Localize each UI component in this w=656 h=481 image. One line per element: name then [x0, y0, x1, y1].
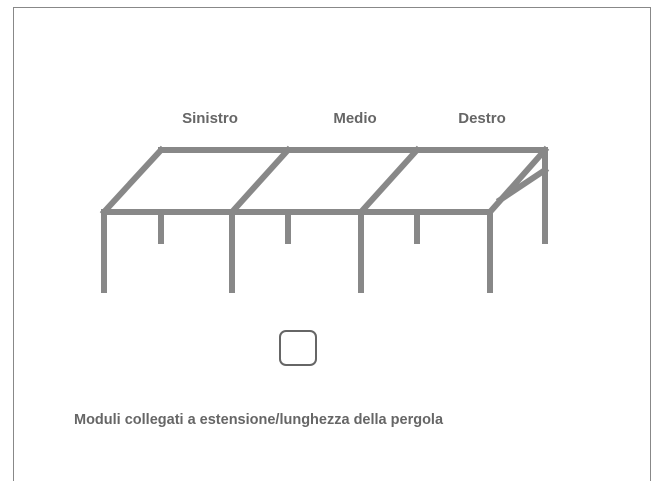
connected-modules-label: Moduli collegati a estensione/lunghezza … — [74, 412, 444, 428]
roof-rafter-2 — [227, 145, 293, 217]
roof-rafter-3 — [356, 145, 422, 217]
module-label-right: Destro — [458, 110, 506, 127]
connected-modules-checkbox[interactable] — [279, 330, 317, 366]
roof-rafter-1 — [99, 145, 166, 217]
side-brace — [495, 165, 550, 205]
module-label-middle: Medio — [333, 110, 377, 127]
module-label-left: Sinistro — [182, 110, 238, 127]
